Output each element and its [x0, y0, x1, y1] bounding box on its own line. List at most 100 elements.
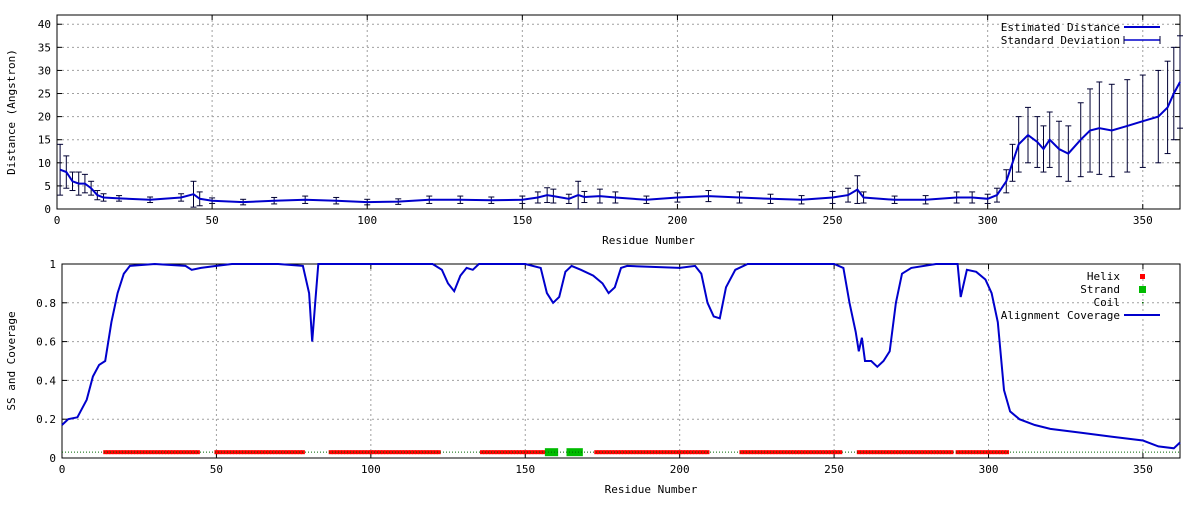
helix-marker	[353, 450, 358, 455]
distance-ytick-label: 0	[44, 203, 51, 216]
helix-marker	[359, 450, 364, 455]
coverage-xtick-label: 200	[670, 463, 690, 476]
helix-marker	[992, 450, 997, 455]
helix-marker	[955, 450, 960, 455]
helix-marker	[115, 450, 120, 455]
legend-label: Standard Deviation	[1001, 34, 1120, 47]
coverage-frame	[61, 263, 1181, 459]
coverage-ytick-label: 0	[49, 452, 56, 465]
helix-marker	[859, 450, 864, 455]
helix-marker	[949, 450, 954, 455]
helix-marker	[995, 450, 1000, 455]
coverage-xtick-label: 50	[210, 463, 223, 476]
coverage-ytick-label: 0.4	[36, 374, 56, 387]
helix-marker	[535, 450, 540, 455]
helix-marker	[328, 450, 333, 455]
coverage-xtick-label: 100	[361, 463, 381, 476]
helix-marker	[622, 450, 627, 455]
helix-marker	[683, 450, 688, 455]
distance-ytick-label: 5	[44, 180, 51, 193]
helix-marker	[940, 450, 945, 455]
helix-marker	[677, 450, 682, 455]
helix-marker	[415, 450, 420, 455]
helix-marker	[131, 450, 136, 455]
helix-marker	[350, 450, 355, 455]
helix-marker	[785, 450, 790, 455]
helix-marker	[779, 450, 784, 455]
helix-marker	[103, 450, 108, 455]
helix-marker	[254, 450, 259, 455]
helix-marker	[371, 450, 376, 455]
helix-marker	[838, 450, 843, 455]
helix-marker	[344, 450, 349, 455]
helix-marker	[266, 450, 271, 455]
helix-marker	[662, 450, 667, 455]
distance-ytick-label: 35	[38, 41, 51, 54]
coverage-ytick-label: 0.8	[36, 297, 56, 310]
helix-marker	[878, 450, 883, 455]
helix-marker	[424, 450, 429, 455]
distance-xtick-label: 50	[205, 214, 218, 227]
helix-marker	[946, 450, 951, 455]
helix-marker	[421, 450, 426, 455]
helix-marker	[835, 450, 840, 455]
helix-marker	[989, 450, 994, 455]
legend-coil-marker	[1142, 302, 1144, 304]
helix-marker	[427, 450, 432, 455]
helix-marker	[776, 450, 781, 455]
helix-marker	[214, 450, 219, 455]
helix-marker	[983, 450, 988, 455]
helix-marker	[541, 450, 546, 455]
helix-marker	[872, 450, 877, 455]
helix-marker	[773, 450, 778, 455]
helix-marker	[161, 450, 166, 455]
helix-marker	[217, 450, 222, 455]
helix-marker	[520, 450, 525, 455]
helix-marker	[791, 450, 796, 455]
helix-marker	[226, 450, 231, 455]
helix-marker	[418, 450, 423, 455]
helix-marker	[754, 450, 759, 455]
coverage-xtick-label: 250	[824, 463, 844, 476]
helix-marker	[331, 450, 336, 455]
legend-label: Coil	[1094, 296, 1121, 309]
legend-label: Estimated Distance	[1001, 21, 1120, 34]
helix-marker	[158, 450, 163, 455]
helix-marker	[347, 450, 352, 455]
helix-marker	[971, 450, 976, 455]
helix-marker	[334, 450, 339, 455]
coverage-ytick-label: 1	[49, 258, 56, 271]
helix-marker	[1001, 450, 1006, 455]
helix-marker	[146, 450, 151, 455]
distance-xtick-label: 300	[978, 214, 998, 227]
helix-marker	[958, 450, 963, 455]
helix-marker	[118, 450, 123, 455]
helix-marker	[767, 450, 772, 455]
helix-marker	[686, 450, 691, 455]
helix-marker	[356, 450, 361, 455]
distance-ytick-label: 25	[38, 88, 51, 101]
coverage-xtick-label: 150	[515, 463, 535, 476]
helix-marker	[869, 450, 874, 455]
helix-marker	[674, 450, 679, 455]
helix-marker	[365, 450, 370, 455]
helix-marker	[862, 450, 867, 455]
distance-ytick-label: 15	[38, 134, 51, 147]
helix-marker	[121, 450, 126, 455]
helix-marker	[829, 450, 834, 455]
helix-marker	[866, 450, 871, 455]
helix-marker	[742, 450, 747, 455]
distance-xtick-label: 150	[512, 214, 532, 227]
helix-marker	[937, 450, 942, 455]
strand-marker	[566, 448, 583, 457]
helix-marker	[538, 450, 543, 455]
distance-xtick-label: 100	[357, 214, 377, 227]
helix-marker	[251, 450, 256, 455]
helix-marker	[257, 450, 262, 455]
coverage-series-line	[61, 262, 1181, 450]
helix-marker	[517, 450, 522, 455]
helix-marker	[751, 450, 756, 455]
